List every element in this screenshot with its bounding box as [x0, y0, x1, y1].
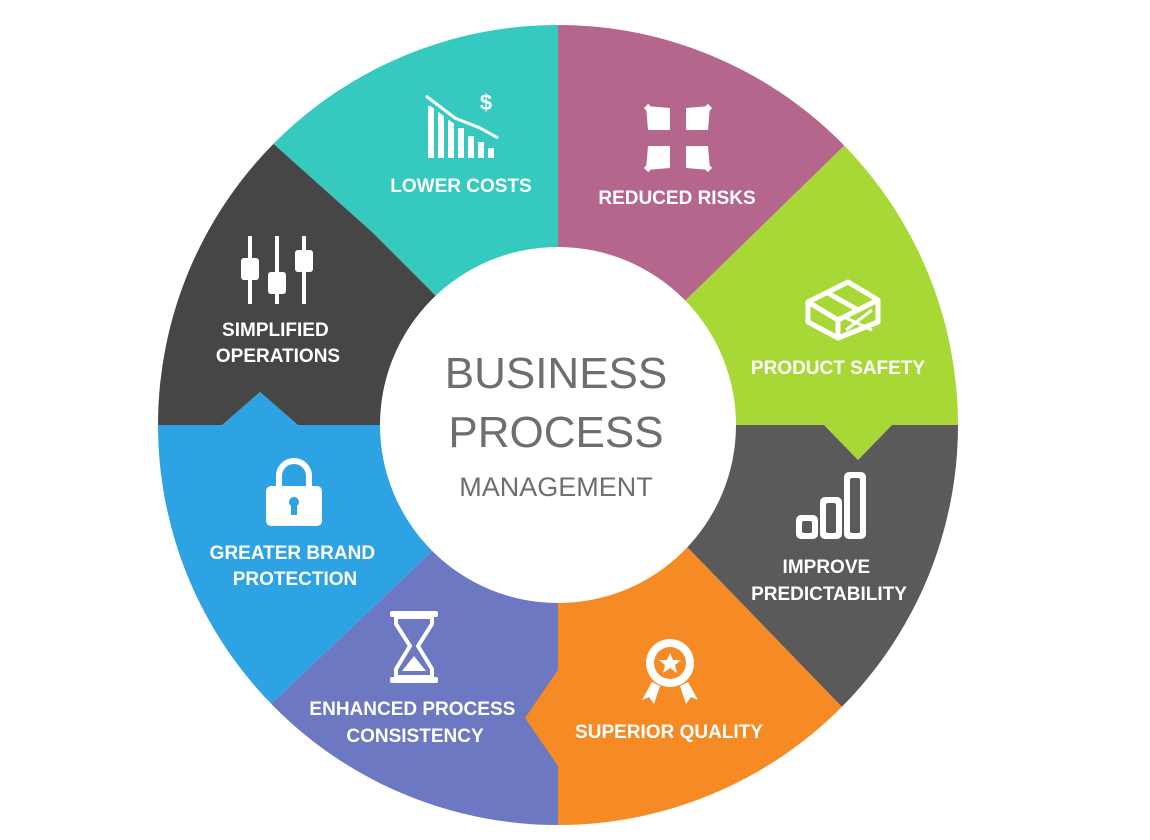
center-title-line1: BUSINESS: [445, 349, 668, 398]
padlock-icon: [266, 458, 322, 526]
label-enhanced-process-consistency: ENHANCED PROCESS CONSISTENCY: [309, 699, 520, 747]
sliders-icon: [241, 236, 313, 304]
bar-chart-icon: [796, 472, 866, 539]
center-title-line3: MANAGEMENT: [459, 472, 653, 502]
label-lower-costs: LOWER COSTS: [390, 176, 531, 197]
label-simplified-operations: SIMPLIFIED OPERATIONS: [216, 320, 340, 367]
center-circle: [380, 247, 736, 603]
package-box-icon: [805, 279, 881, 341]
notch-superior-quality: [525, 670, 558, 766]
label-greater-brand-protection: GREATER BRAND PROTECTION: [210, 543, 381, 590]
label-superior-quality: SUPERIOR QUALITY: [575, 722, 763, 743]
center-title-line2: PROCESS: [448, 408, 663, 457]
award-badge-icon: [642, 639, 698, 704]
label-reduced-risks: REDUCED RISKS: [598, 188, 755, 209]
label-improve-predictability: IMPROVE PREDICTABILITY: [751, 557, 907, 605]
hourglass-icon: [390, 611, 438, 683]
arrows-inward-icon: [643, 103, 713, 173]
svg-text:$: $: [480, 90, 492, 115]
segment-enhanced-process-consistency: [158, 425, 558, 825]
segment-superior-quality: [558, 425, 958, 825]
notch-reduced-risks: [558, 80, 590, 176]
chart-dollar-icon: $: [424, 90, 499, 158]
segment-reduced-risks: [558, 25, 958, 425]
label-product-safety: PRODUCT SAFETY: [751, 358, 926, 379]
